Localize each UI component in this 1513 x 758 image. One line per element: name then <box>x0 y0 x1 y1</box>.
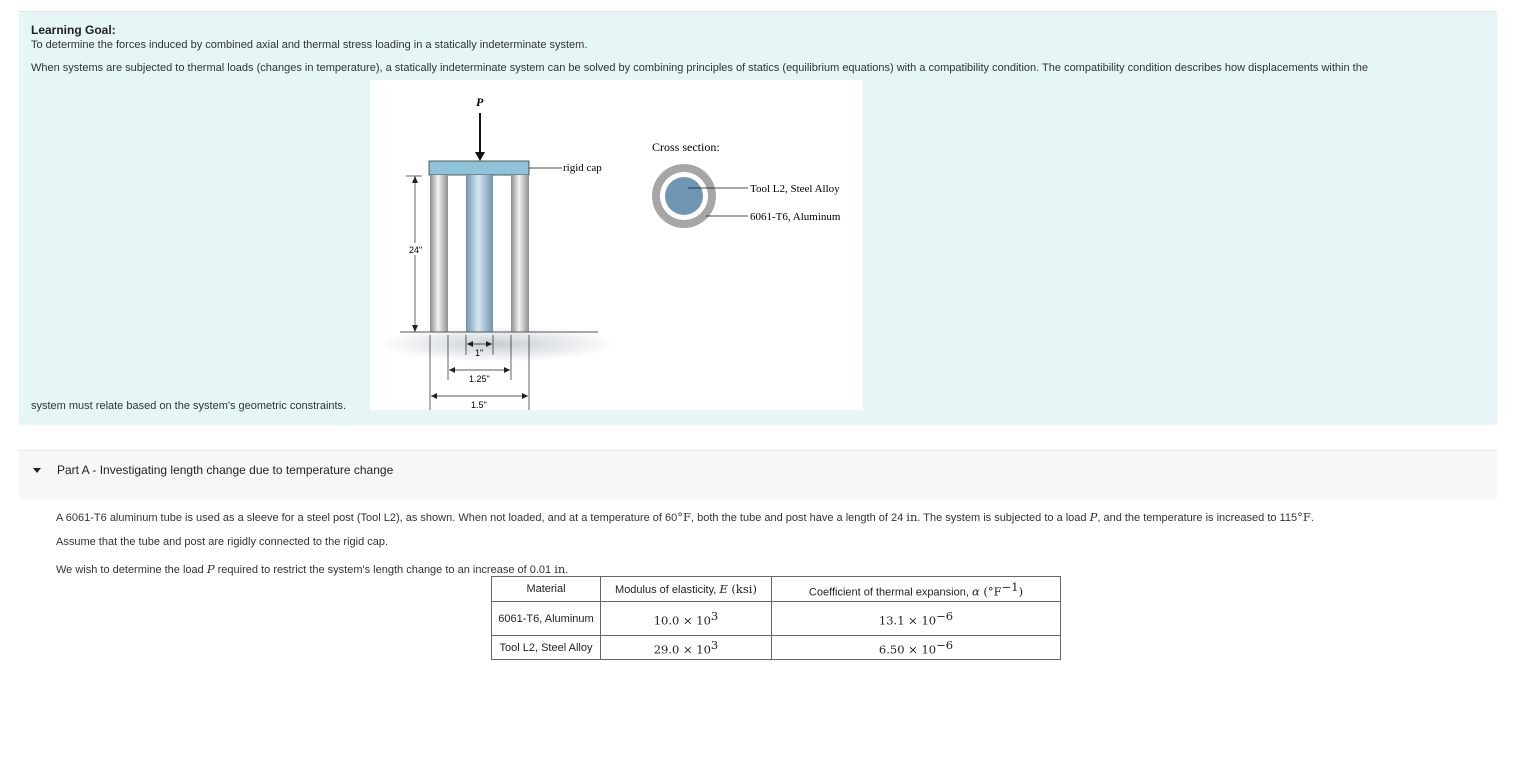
aluminum-tube-left <box>430 175 448 332</box>
cell-modulus: 29.0 × 103 <box>600 635 772 660</box>
rigid-cap <box>428 160 530 176</box>
cell-modulus: 10.0 × 103 <box>600 601 772 636</box>
material-properties-table: Material Modulus of elasticity, E (ksi) … <box>491 576 1061 660</box>
header-cte: Coefficient of thermal expansion, α (°F−… <box>771 576 1061 602</box>
learning-goal-panel: Learning Goal: To determine the forces i… <box>19 11 1497 425</box>
outer-diameter-label: 1.5" <box>471 400 487 410</box>
cell-material: 6061-T6, Aluminum <box>491 601 601 636</box>
aluminum-label: 6061-T6, Aluminum <box>750 211 841 223</box>
part-a-header[interactable]: Part A - Investigating length change due… <box>19 450 1497 499</box>
table-header-row: Material Modulus of elasticity, E (ksi) … <box>491 576 1061 602</box>
learning-goal-objective: To determine the forces induced by combi… <box>31 39 588 51</box>
table-row: 6061-T6, Aluminum 10.0 × 103 13.1 × 10−6 <box>491 601 1061 636</box>
post-sleeve-diagram: P rigid cap 24" <box>378 95 841 416</box>
cell-material: Tool L2, Steel Alloy <box>491 635 601 660</box>
header-modulus: Modulus of elasticity, E (ksi) <box>600 576 772 602</box>
steel-cross-section <box>665 177 703 215</box>
collapse-caret-icon[interactable] <box>33 468 41 473</box>
table-row: Tool L2, Steel Alloy 29.0 × 103 6.50 × 1… <box>491 635 1061 660</box>
steel-label: Tool L2, Steel Alloy <box>750 183 840 195</box>
part-a-label: Part A <box>57 463 90 477</box>
header-material: Material <box>491 576 601 602</box>
steel-post <box>466 175 493 332</box>
mid-diameter-label: 1.25" <box>469 374 490 384</box>
part-a-paragraph-2: Assume that the tube and post are rigidl… <box>56 536 389 548</box>
load-label: P <box>476 95 484 109</box>
problem-figure: P rigid cap 24" <box>370 80 863 416</box>
part-a-paragraph-3: We wish to determine the load P required… <box>56 562 569 576</box>
height-label: 24" <box>409 245 422 255</box>
rigid-cap-label: rigid cap <box>563 162 602 174</box>
intro-text-line2: system must relate based on the system's… <box>31 400 347 412</box>
part-a-title[interactable]: Part A - Investigating length change due… <box>57 463 393 477</box>
part-a-paragraph-1: A 6061-T6 aluminum tube is used as a sle… <box>56 510 1314 524</box>
intro-text-line1: When systems are subjected to thermal lo… <box>31 62 1368 74</box>
cell-cte: 13.1 × 10−6 <box>771 601 1061 636</box>
inner-diameter-label: 1" <box>475 348 483 358</box>
aluminum-tube-right <box>511 175 529 332</box>
learning-goal-title: Learning Goal: <box>31 23 116 37</box>
cell-cte: 6.50 × 10−6 <box>771 635 1061 660</box>
cross-section-title: Cross section: <box>652 140 720 154</box>
part-a-title-text: - Investigating length change due to tem… <box>89 463 394 477</box>
